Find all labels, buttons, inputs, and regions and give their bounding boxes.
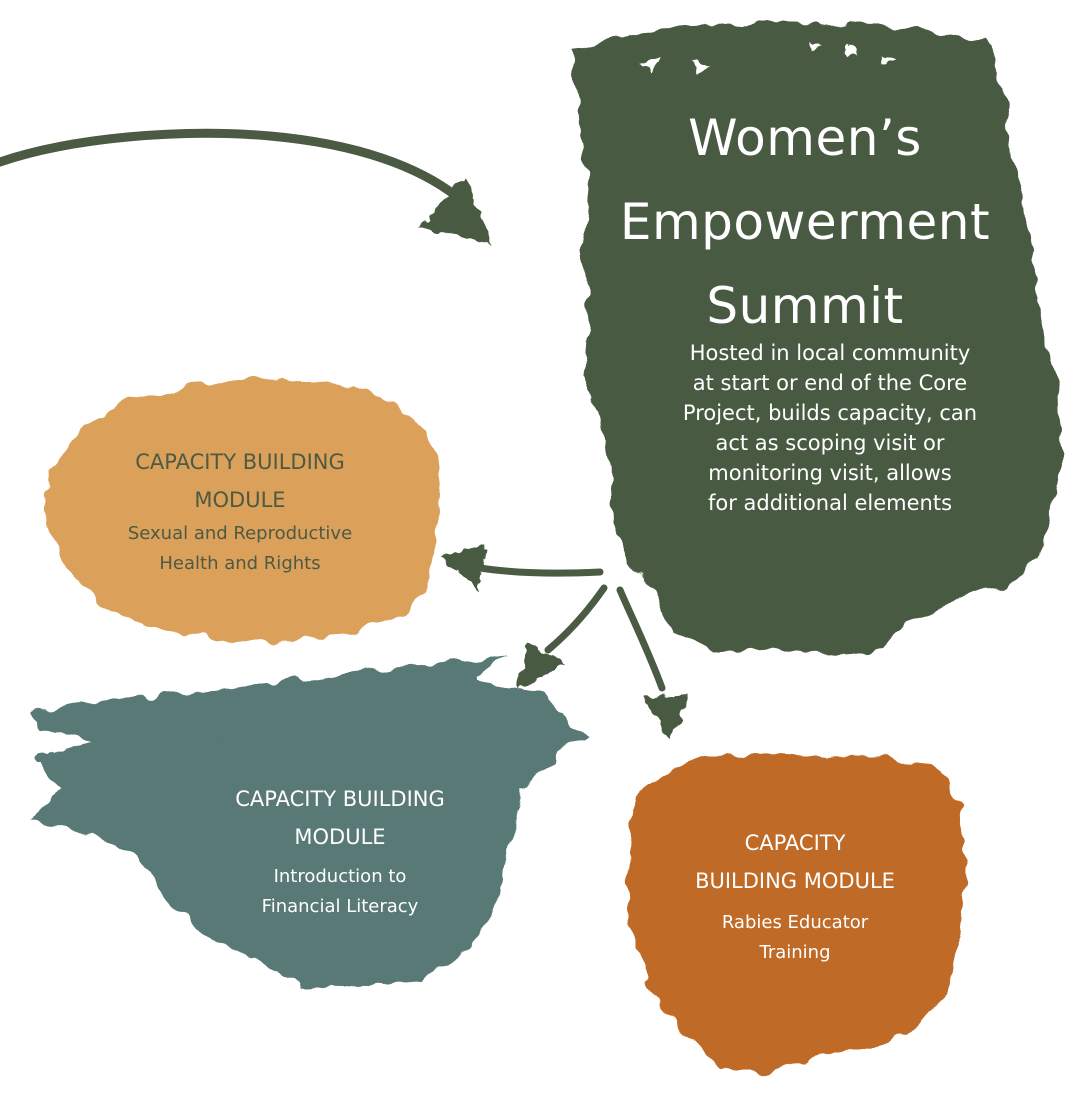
module-subtitle-line: Financial Literacy	[261, 896, 419, 917]
arrow-to-rabies-module	[616, 586, 666, 692]
module-rabies-text: CAPACITY BUILDING MODULE Rabies Educator…	[655, 824, 935, 968]
module-heading-line: CAPACITY BUILDING	[135, 450, 345, 474]
summit-description-line: monitoring visit, allows	[708, 461, 952, 485]
module-blob-sexual-health	[44, 378, 440, 642]
module-subtitle-line: Rabies Educator	[721, 912, 869, 933]
summit-description: Hosted in local community at start or en…	[650, 338, 1010, 518]
summit-title-line: Women’s	[688, 109, 922, 167]
summit-description-line: Hosted in local community	[689, 341, 971, 365]
summit-description-line: at start or end of the Core	[692, 371, 968, 395]
summit-title-line: Summit	[706, 277, 904, 335]
summit-description-line: for additional elements	[707, 491, 953, 515]
arrows	[0, 128, 690, 740]
summit-description-line: act as scoping visit or	[715, 431, 945, 455]
arrow-into-summit-head	[418, 176, 492, 244]
module-subtitle-line: Health and Rights	[159, 553, 321, 574]
arrow-to-rabies-module-head	[644, 694, 690, 740]
module-heading-line: MODULE	[294, 825, 386, 849]
arrow-to-financial-module	[544, 584, 608, 654]
module-financial-text: CAPACITY BUILDING MODULE Introduction to…	[180, 780, 500, 922]
module-subtitle-line: Introduction to	[273, 866, 407, 887]
summit-description-line: Project, builds capacity, can	[682, 401, 978, 425]
module-blob-financial-streaks	[35, 673, 565, 763]
module-heading-line: CAPACITY	[744, 831, 846, 855]
module-blob-financial	[30, 656, 586, 990]
arrow-to-financial-module-head	[518, 644, 566, 690]
summit-title: Women’s Empowerment Summit	[590, 96, 1020, 348]
module-heading-line: BUILDING MODULE	[695, 869, 895, 893]
module-subtitle-line: Training	[759, 942, 831, 963]
module-heading-line: CAPACITY BUILDING	[235, 787, 445, 811]
summit-block	[572, 22, 1062, 655]
module-blob-rabies	[628, 752, 968, 1075]
summit-title-line: Empowerment	[619, 193, 991, 251]
module-sexual-health-text: CAPACITY BUILDING MODULE Sexual and Repr…	[80, 443, 400, 579]
arrow-to-sexual-health-module-head	[440, 544, 488, 590]
arrow-to-sexual-health-module	[476, 564, 604, 577]
arrow-into-summit	[0, 128, 461, 201]
module-heading-line: MODULE	[194, 488, 286, 512]
module-subtitle-line: Sexual and Reproductive	[127, 523, 353, 544]
